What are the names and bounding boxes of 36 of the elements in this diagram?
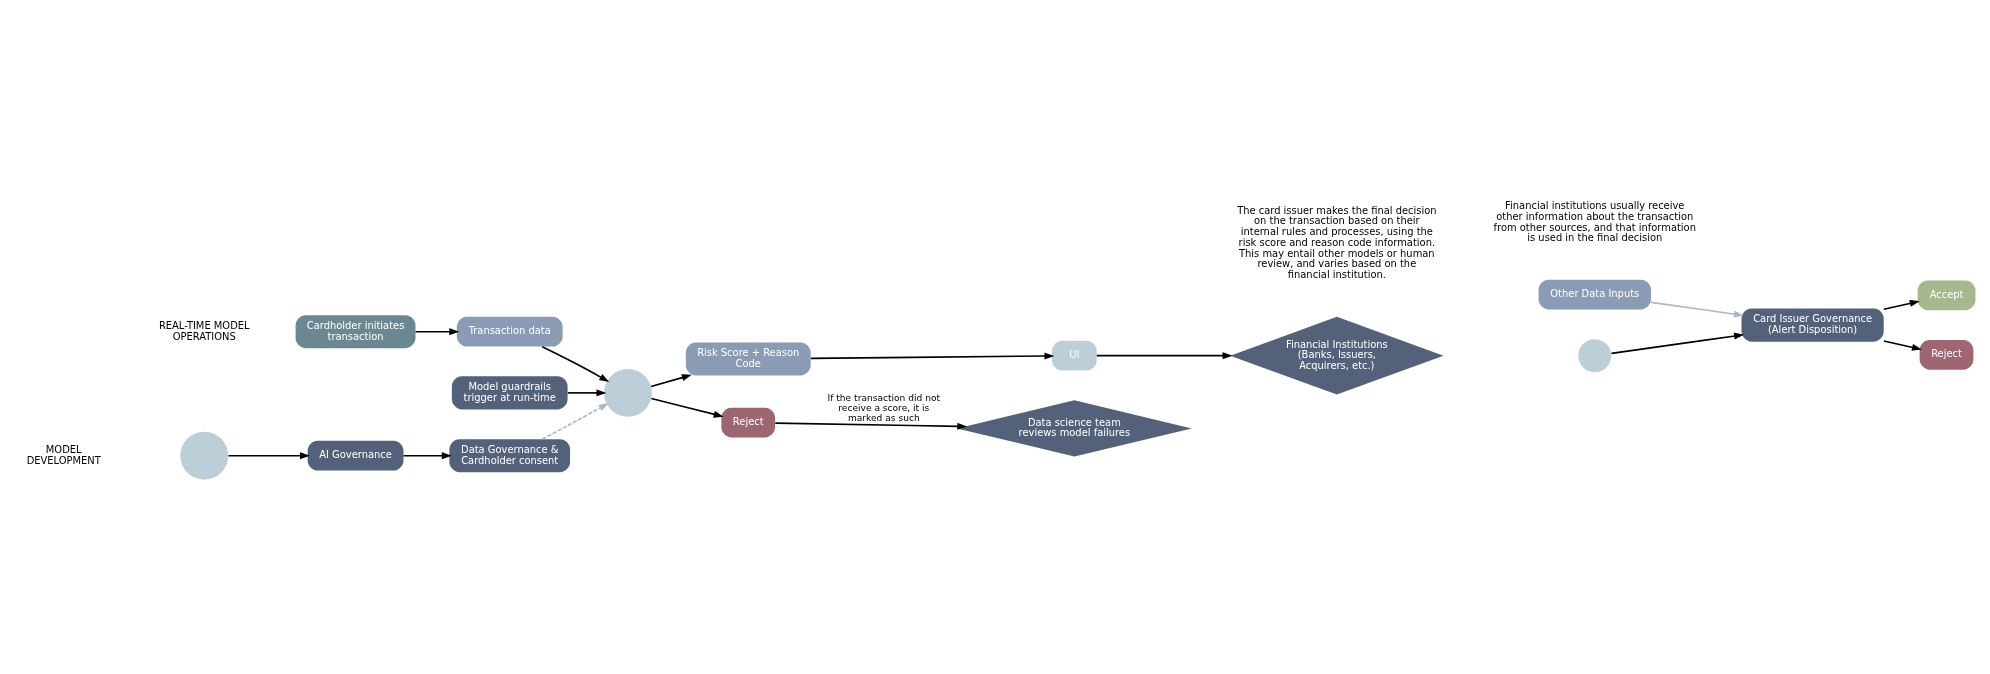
arrow (810, 352, 1055, 359)
node-box: Card Issuer Governance (Alert Disposition) (1741, 308, 1884, 342)
arrow (567, 388, 607, 396)
arrow (1883, 339, 1922, 351)
arrow (402, 451, 452, 459)
node-box: AI Governance (307, 440, 404, 471)
node-box: Model guardrails trigger at run-time (451, 375, 568, 409)
node-box: Reject (1919, 339, 1974, 370)
node-diamond: Financial Institutions (Banks, Issuers, Acquirers, etc.) (1230, 316, 1444, 395)
arrow (650, 397, 724, 418)
node-box: Reject (721, 407, 776, 438)
arrow (541, 402, 609, 440)
arrow (1610, 332, 1744, 354)
label: Financial institutions usually receive other information about the transaction from other sources, and that information is used in the final decision (1493, 199, 1696, 243)
node-box: Accept (1917, 279, 1976, 310)
arrow (414, 327, 460, 335)
arrow (650, 373, 692, 387)
label: REAL-TIME MODEL OPERATIONS (158, 319, 250, 342)
node-box: UI (1052, 340, 1097, 371)
node-box: Data Governance & Cardholder consent (449, 438, 571, 472)
node-circle (603, 368, 652, 417)
node-box: Cardholder initiates transaction (295, 314, 416, 348)
node-box: Risk Score + Reason Code (685, 341, 811, 376)
node-box: Other Data Inputs (1538, 279, 1651, 309)
edge-label: If the transaction did not receive a score, it is marked as such (827, 392, 941, 423)
label: The card issuer makes the final decision on the transaction based on their internal rules and processes, using the risk score and reason code information. This may entail other models or human review, and varies based on the financial institution. (1237, 204, 1437, 280)
arrow (541, 345, 610, 382)
node-circle (1578, 338, 1612, 372)
arrow (1650, 301, 1744, 318)
arrow (774, 421, 968, 430)
node-box: Transaction data (456, 316, 563, 347)
arrow (1883, 299, 1920, 310)
node-circle (180, 431, 229, 480)
arrow (1095, 351, 1233, 359)
label: MODEL DEVELOPMENT (26, 443, 101, 466)
arrow (227, 451, 310, 459)
